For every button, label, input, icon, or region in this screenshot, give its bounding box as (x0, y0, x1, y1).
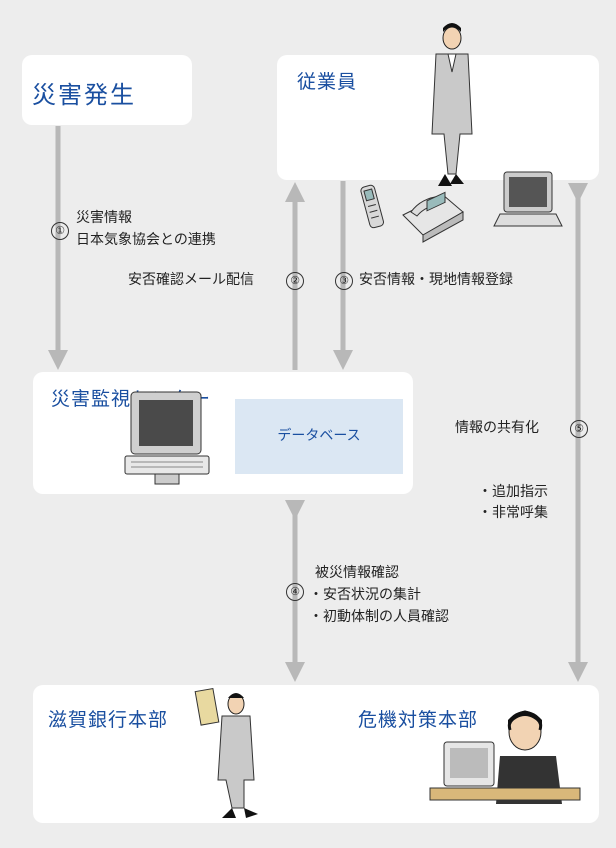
step-3-marker: ③ (335, 272, 353, 290)
step-5-line2: ・非常呼集 (478, 505, 548, 521)
crisis-hq-title: 危機対策本部 (358, 709, 479, 731)
employees-title: 従業員 (297, 71, 358, 93)
crisis-operator-icon (429, 710, 581, 804)
step-4-line3: ・初動体制の人員確認 (309, 609, 449, 625)
step-1-line1: 災害情報 (76, 210, 132, 226)
step-5-marker: ⑤ (570, 420, 588, 438)
step-3-text: 安否情報・現地情報登録 (359, 272, 513, 288)
step-4-line1: 被災情報確認 (315, 565, 399, 581)
step-4-marker: ④ (286, 583, 304, 601)
disaster-box: 災害発生 (22, 55, 192, 125)
employee-pc-icon (493, 171, 563, 227)
step-1-marker: ① (51, 222, 69, 240)
database-label: データベース (277, 428, 361, 444)
step-4-line2: ・安否状況の集計 (309, 587, 421, 603)
monitor-pc-icon (124, 391, 210, 485)
desk-phone-icon (402, 191, 464, 243)
step-2-marker: ② (286, 272, 304, 290)
step-2-text: 安否確認メール配信 (128, 272, 254, 288)
mobile-phone-icon (360, 184, 384, 229)
database-box: データベース (235, 399, 403, 474)
step-5-text: 情報の共有化 (455, 420, 539, 436)
step-5-line1: ・追加指示 (478, 484, 548, 500)
bank-hq-title: 滋賀銀行本部 (48, 709, 169, 731)
bank-staff-person-icon (194, 687, 258, 818)
employee-person-icon (431, 23, 473, 186)
disaster-title: 災害発生 (32, 81, 136, 109)
step-1-line2: 日本気象協会との連携 (76, 232, 216, 248)
